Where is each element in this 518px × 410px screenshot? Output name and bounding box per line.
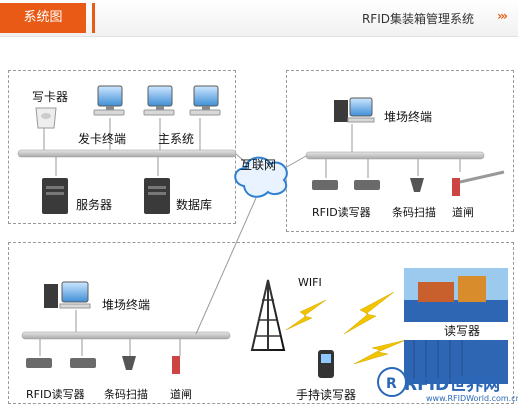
header-bar: 系统图 RFID集装箱管理系统 ››› xyxy=(0,0,518,37)
bus-yard-top xyxy=(305,151,485,160)
gate-icon-top xyxy=(452,170,505,196)
label-card-writer: 写卡器 xyxy=(32,90,69,104)
gate-icon-bottom xyxy=(172,356,180,374)
bus-office xyxy=(17,149,237,158)
tab-system-diagram[interactable]: 系统图 xyxy=(0,3,86,33)
internet-cloud-icon xyxy=(234,156,288,198)
wifi-tower-icon xyxy=(250,279,286,351)
watermark-logo-icon: R xyxy=(377,367,407,397)
label-yard-terminal-bottom: 堆场终端 xyxy=(102,298,151,312)
zone-yard-bottom xyxy=(8,242,514,404)
pc-icon-yard-top xyxy=(334,97,375,123)
pc-icon-main-system xyxy=(143,85,175,116)
pc-icon-issue-terminal xyxy=(93,85,125,116)
label-internet: 互联网 xyxy=(240,158,277,172)
label-database: 数据库 xyxy=(176,198,213,212)
database-icon xyxy=(144,178,170,214)
label-reader-writer: 读写器 xyxy=(444,324,481,338)
label-barcode-scan-top: 条码扫描 xyxy=(392,206,436,219)
watermark-url: www.RFIDWorld.com.cn xyxy=(426,394,518,403)
pc-icon-yard-bottom xyxy=(44,281,91,309)
zone-yard-top xyxy=(286,70,514,232)
rfid-reader-icon-bottom xyxy=(26,358,96,368)
svg-text:R: R xyxy=(386,376,397,392)
rfid-reader-icon-top xyxy=(312,180,380,190)
zone-office xyxy=(8,70,236,224)
handheld-reader-icon xyxy=(318,350,334,378)
container-image xyxy=(404,340,508,384)
label-rfid-reader-bottom: RFID读写器 xyxy=(26,388,85,401)
barcode-scanner-icon-top xyxy=(410,178,424,192)
barcode-scanner-icon-bottom xyxy=(122,356,136,370)
lightning-icon-group xyxy=(285,291,407,365)
label-handheld-reader: 手持读写器 xyxy=(296,388,357,402)
label-server: 服务器 xyxy=(76,198,113,212)
label-barcode-scan-bottom: 条码扫描 xyxy=(104,388,148,401)
label-gate-bottom: 道闸 xyxy=(170,388,192,401)
pc-icon-office-extra xyxy=(189,85,221,116)
card-writer-icon xyxy=(35,107,57,129)
system-title: RFID集装箱管理系统 xyxy=(361,12,474,26)
label-main-system: 主系统 xyxy=(158,132,195,146)
tab-separator xyxy=(92,3,95,33)
label-rfid-reader-top: RFID读写器 xyxy=(312,206,371,219)
bus-yard-bottom xyxy=(21,331,231,340)
server-icon xyxy=(42,178,68,214)
label-gate-top: 道闸 xyxy=(452,206,474,219)
port-crane-image xyxy=(404,268,508,322)
label-issue-terminal: 发卡终端 xyxy=(78,132,127,146)
label-wifi: WIFI xyxy=(298,276,322,289)
chevron-icon[interactable]: ››› xyxy=(497,9,508,23)
label-yard-terminal-top: 堆场终端 xyxy=(384,110,433,124)
watermark-logo-text: RFID世界网 xyxy=(404,375,501,395)
